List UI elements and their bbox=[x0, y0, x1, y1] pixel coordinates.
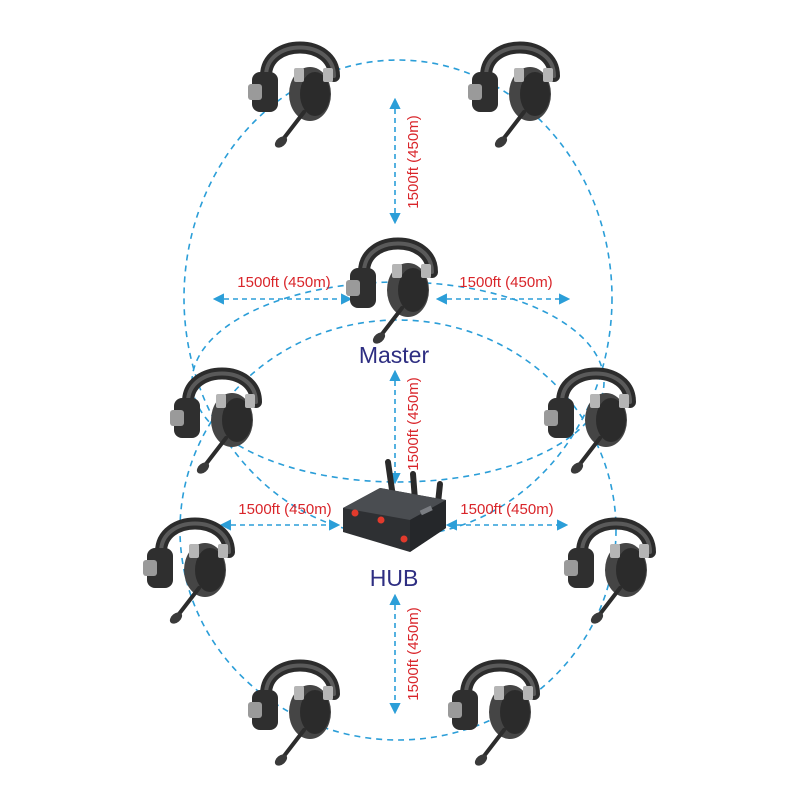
headset-icon bbox=[448, 666, 534, 768]
headset-icon bbox=[544, 374, 630, 476]
master-label: Master bbox=[359, 342, 430, 368]
headset-icon bbox=[248, 666, 334, 768]
hub-label: HUB bbox=[370, 565, 419, 591]
master-headset-icon bbox=[346, 244, 432, 346]
hub-right-distance-label: 1500ft (450m) bbox=[460, 501, 553, 518]
headset-icon bbox=[248, 48, 334, 150]
master-left-distance-label: 1500ft (450m) bbox=[237, 274, 330, 291]
headset-icon bbox=[143, 524, 229, 626]
headset-icon bbox=[170, 374, 256, 476]
headset-icon bbox=[468, 48, 554, 150]
bottom-vertical-distance-label: 1500ft (450m) bbox=[405, 607, 422, 700]
middle-vertical-distance-label: 1500ft (450m) bbox=[405, 377, 422, 470]
master-right-distance-label: 1500ft (450m) bbox=[459, 274, 552, 291]
hub-left-distance-label: 1500ft (450m) bbox=[238, 501, 331, 518]
top-vertical-distance-label: 1500ft (450m) bbox=[405, 115, 422, 208]
wireless-hub-icon bbox=[343, 459, 446, 552]
headset-icon bbox=[564, 524, 650, 626]
